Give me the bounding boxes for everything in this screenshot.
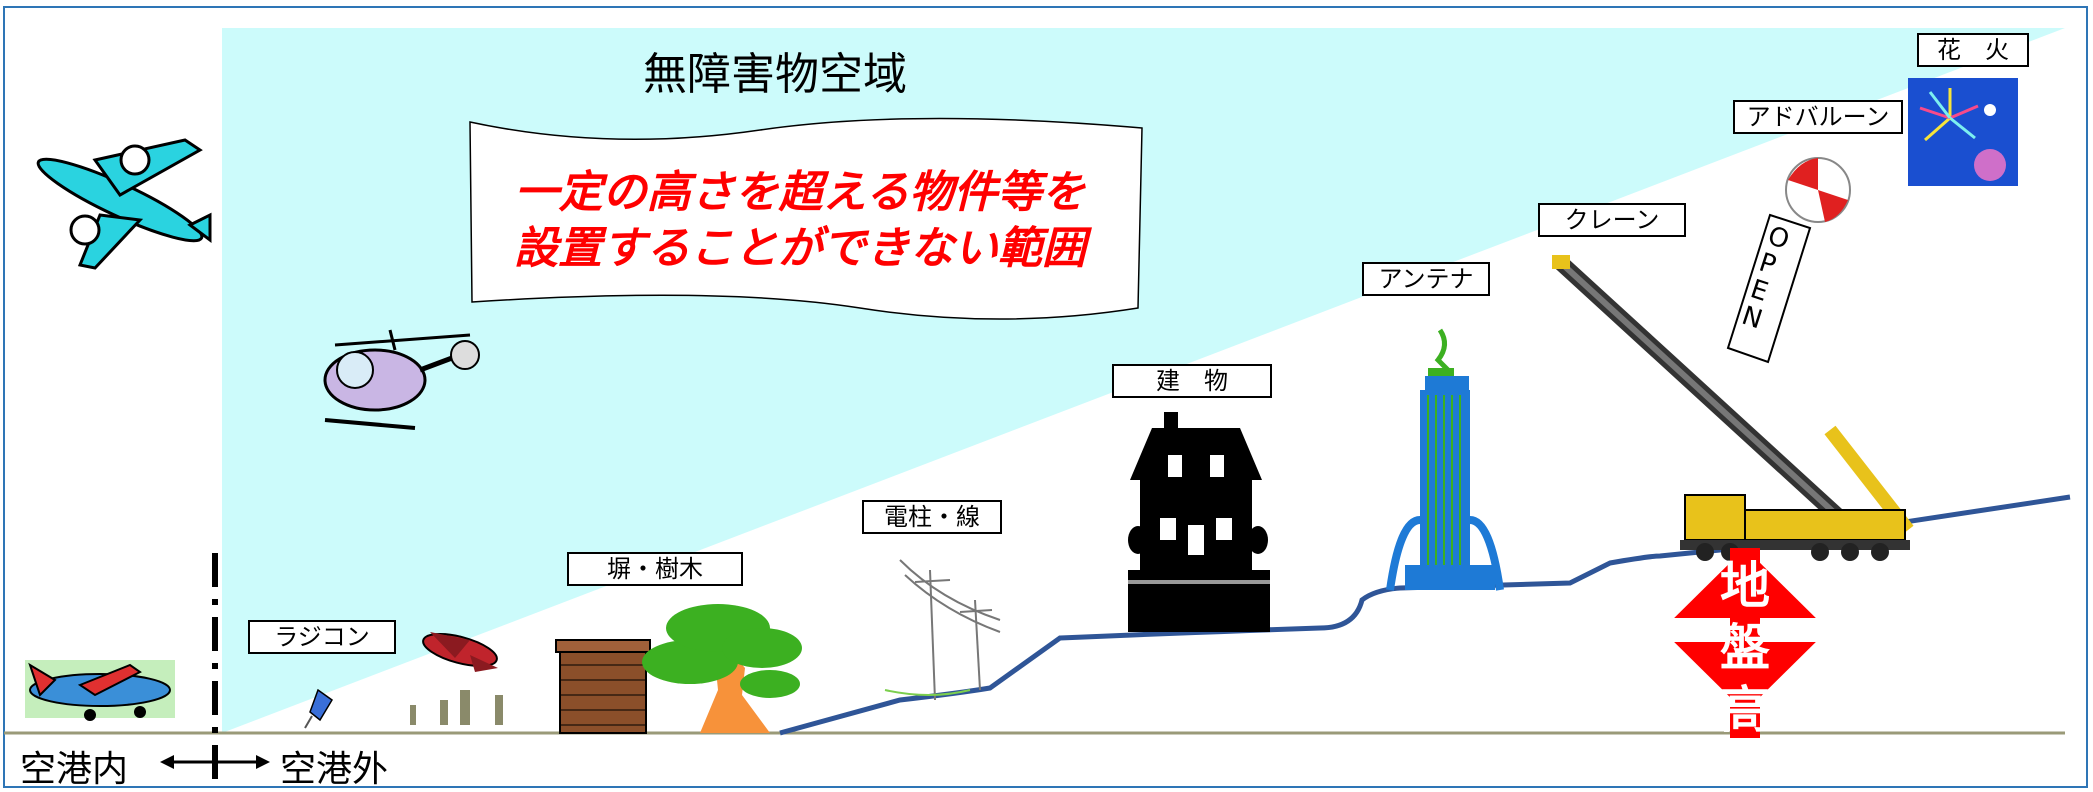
label-building: 建 物 (1112, 364, 1272, 398)
crane-icon (1552, 255, 1914, 561)
ground-level-char-3: 高 (1720, 681, 1770, 739)
boundary-arrow (160, 755, 270, 769)
fireworks-icon (1908, 78, 2018, 186)
label-pole-wire: 電柱・線 (862, 500, 1002, 534)
radio-control-figures-icon (410, 690, 503, 725)
notice-banner (469, 117, 1143, 320)
label-ad-balloon: アドバルーン (1733, 100, 1903, 134)
fence-icon (555, 639, 651, 734)
restriction-notice: 一定の高さを超える物件等を 設置することができない範囲 (480, 165, 1120, 277)
terrain-line (779, 494, 2071, 736)
airplane-icon (36, 138, 212, 270)
house-icon (1128, 412, 1270, 632)
notice-line-2: 設置することができない範囲 (514, 223, 1086, 274)
airport-outside-label: 空港外 (280, 749, 389, 790)
tower-antenna-icon (1386, 328, 1504, 591)
label-antenna: アンテナ (1362, 262, 1490, 296)
radio-control-rocket-icon (304, 688, 333, 729)
label-crane: クレーン (1538, 203, 1686, 237)
airspace-title: 無障害物空域 (643, 49, 907, 100)
outer-frame (3, 6, 2088, 788)
label-fireworks: 花 火 (1917, 33, 2029, 67)
open-banner (1726, 213, 1812, 364)
label-radio-control: ラジコン (248, 620, 396, 654)
ground-level-sign (1662, 548, 1828, 738)
airport-inside-label: 空港内 (20, 749, 129, 790)
tree-icon (642, 604, 802, 733)
utility-pole-icon (884, 559, 1001, 701)
label-fence-tree: 塀・樹木 (567, 552, 743, 586)
ad-balloon-icon (1726, 157, 1851, 364)
ground-level-char-2: 盤 (1720, 619, 1770, 677)
notice-line-1: 一定の高さを超える物件等を (514, 167, 1086, 218)
ground-level-char-1: 地 (1720, 557, 1770, 615)
radio-control-plane-icon (422, 632, 498, 672)
ground-level-text: 地 盤 高 (1700, 555, 1790, 741)
helicopter-icon (323, 329, 480, 430)
small-airplane-icon (25, 660, 175, 721)
